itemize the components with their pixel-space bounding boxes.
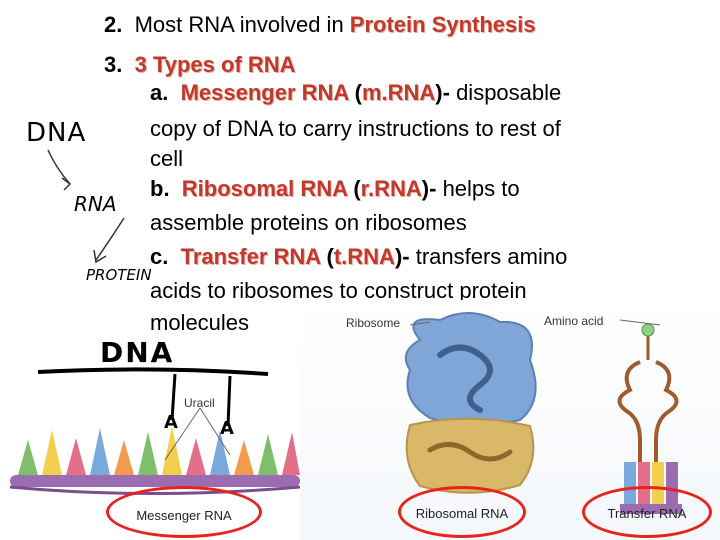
item-c-rest: transfers amino	[409, 244, 568, 269]
item-a-line: a. Messenger RNA (m.RNA)- disposable	[150, 80, 561, 106]
ribosome-pointer	[409, 321, 431, 326]
item-c-line-3: molecules	[150, 310, 250, 335]
item-a-prefix: a.	[150, 80, 169, 105]
messenger-rna-highlight: Messenger RNA	[180, 80, 349, 105]
item-b-prefix: b.	[150, 176, 170, 201]
item-a-rest: disposable	[449, 80, 562, 105]
rrna-abbr: r.RNA	[360, 176, 422, 201]
point-2-line: 2. Most RNA involved in Protein Synthesi…	[104, 12, 536, 38]
protein-synthesis-highlight: Protein Synthesis	[349, 12, 536, 37]
item-c-line: c. Transfer RNA (t.RNA)- transfers amino	[150, 244, 567, 270]
paren-close: )-	[421, 176, 437, 201]
amino-acid-icon	[641, 323, 655, 337]
point-2-text: Most RNA involved in	[134, 12, 350, 37]
amino-acid-caption: Amino acid	[544, 314, 604, 328]
item-a-line-2: copy of DNA to carry instructions to res…	[150, 116, 561, 141]
dna-base-line-2	[226, 375, 232, 427]
dna-strand-line	[37, 367, 269, 376]
amino-pointer	[619, 319, 661, 326]
ribosomal-rna-highlight: Ribosomal RNA	[181, 176, 348, 201]
arrow-head-icon	[93, 249, 107, 264]
rrna-ring	[398, 486, 526, 538]
handwritten-base-a-2: A	[220, 418, 234, 439]
paren-open: (	[348, 80, 362, 105]
ribosome-caption: Ribosome	[346, 316, 401, 330]
point-3-number: 3.	[104, 52, 123, 77]
handwritten-protein-label: PROTEIN	[86, 266, 152, 284]
handwritten-dna-big-label: DNA	[100, 336, 175, 369]
handwritten-base-a-1: A	[164, 412, 178, 433]
ribosome-graphic	[404, 311, 537, 494]
item-b-rest: helps to	[436, 176, 520, 201]
ribosomal-rna-label: Ribosomal RNA	[415, 506, 509, 521]
transfer-rna-label: Transfer RNA	[607, 506, 687, 521]
types-of-rna-highlight: 3 Types of RNA	[134, 52, 296, 77]
handwritten-dna-label: DNA	[26, 118, 87, 148]
dna-base-line-1	[170, 373, 177, 421]
paren-close: )-	[394, 244, 410, 269]
mrna-abbr: m.RNA	[361, 80, 436, 105]
mrna-strand-graphic	[9, 426, 301, 495]
point-2-number: 2.	[104, 12, 123, 37]
trna-ring	[582, 486, 712, 538]
transfer-rna-highlight: Transfer RNA	[180, 244, 321, 269]
item-c-prefix: c.	[150, 244, 169, 269]
mrna-ring	[106, 486, 262, 538]
point-3-line: 3. 3 Types of RNA	[104, 52, 296, 78]
uracil-pointer-2	[199, 407, 231, 456]
paren-open: (	[347, 176, 361, 201]
arrow-rna-to-protein	[95, 217, 125, 261]
arrow-head-icon	[61, 177, 72, 191]
item-c-line-2: acids to ribosomes to construct protein	[150, 278, 527, 303]
messenger-rna-label: Messenger RNA	[136, 508, 232, 523]
item-b-line: b. Ribosomal RNA (r.RNA)- helps to	[150, 176, 520, 202]
handwritten-rna-label: RNA	[74, 192, 117, 216]
paren-close: )-	[435, 80, 450, 105]
uracil-pointer-1	[164, 407, 201, 461]
item-a-line-3: cell	[150, 146, 184, 171]
arrow-dna-to-rna	[47, 149, 71, 185]
paren-open: (	[320, 244, 334, 269]
item-b-line-2: assemble proteins on ribosomes	[150, 210, 467, 235]
uracil-caption: Uracil	[184, 396, 215, 410]
trna-abbr: t.RNA	[333, 244, 395, 269]
